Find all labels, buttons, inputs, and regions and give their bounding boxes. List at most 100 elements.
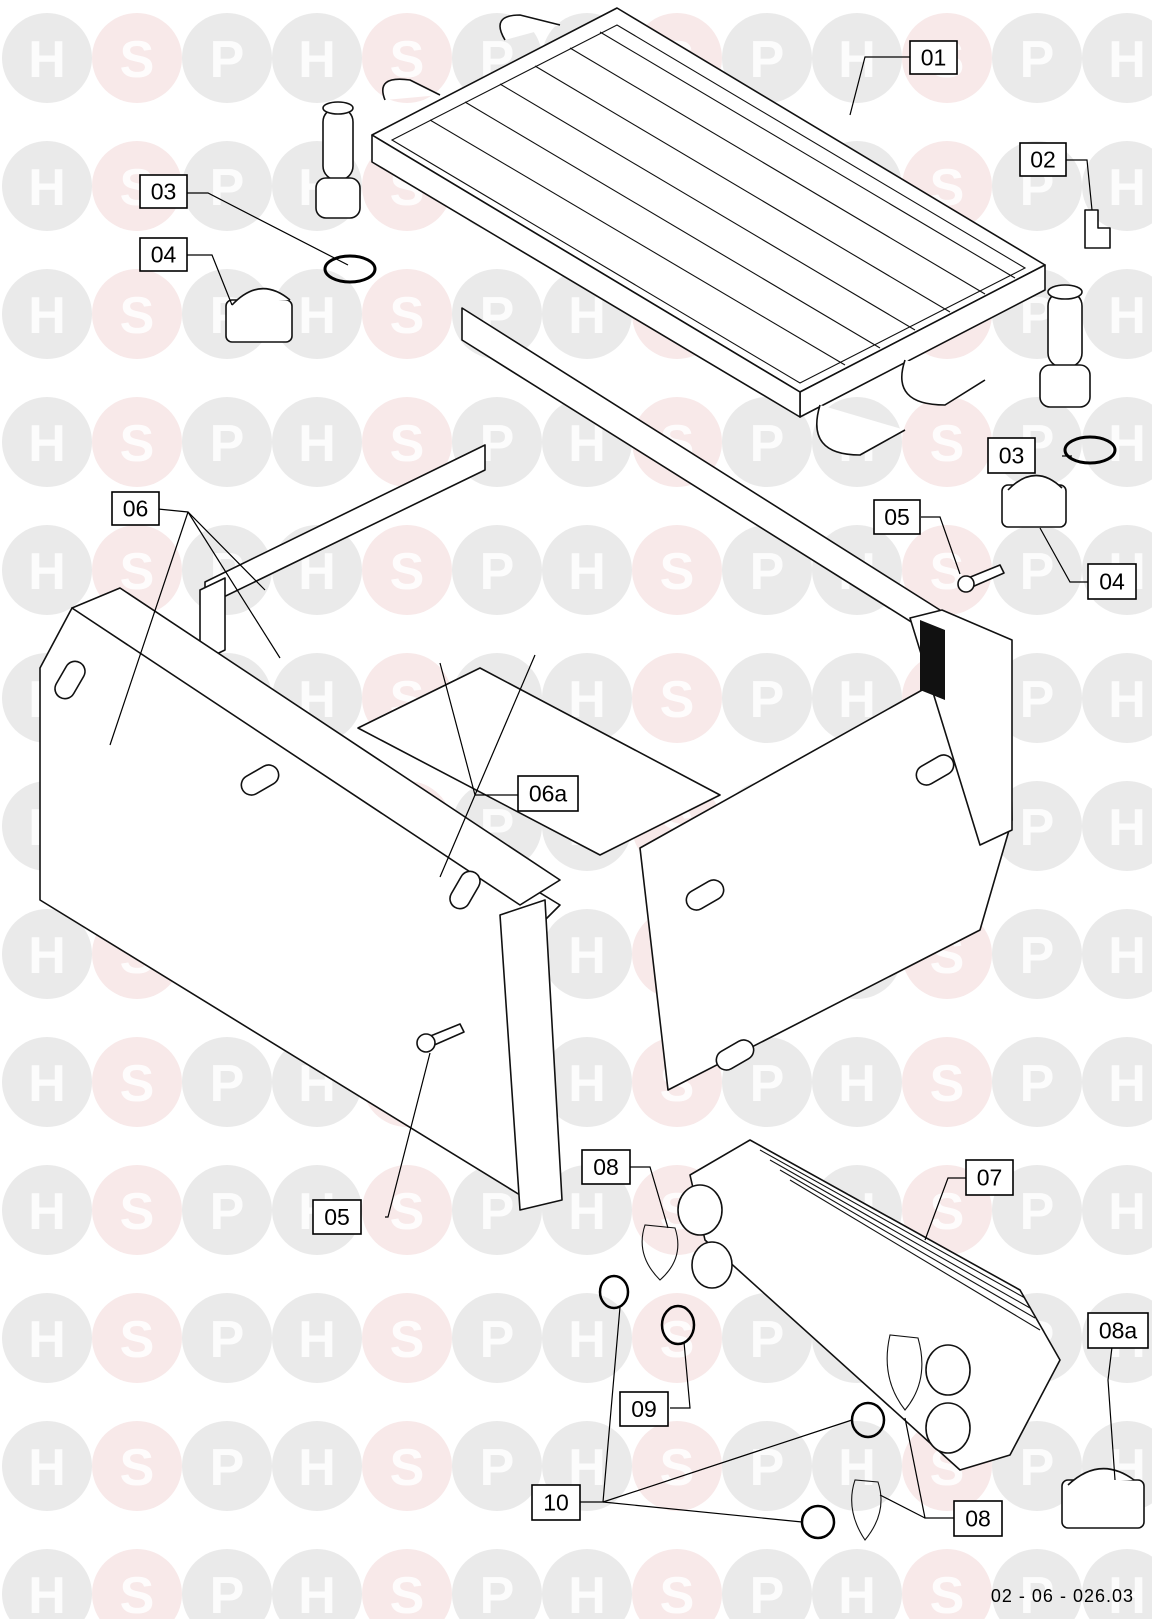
svg-text:H: H — [28, 1567, 66, 1619]
watermark-s: S — [902, 1037, 992, 1127]
watermark-h: H — [272, 397, 362, 487]
clip-04-right[interactable] — [1001, 474, 1067, 528]
svg-text:H: H — [568, 1311, 606, 1369]
svg-text:09: 09 — [631, 1396, 657, 1422]
watermark-s: S — [362, 1421, 452, 1511]
svg-text:P: P — [1020, 1183, 1055, 1241]
svg-text:P: P — [480, 1311, 515, 1369]
svg-text:S: S — [120, 415, 155, 473]
callout-04-right[interactable]: 04 — [1087, 563, 1137, 600]
svg-text:P: P — [1020, 1439, 1055, 1497]
svg-text:H: H — [1108, 671, 1146, 729]
watermark-s: S — [92, 13, 182, 103]
clip-08-top[interactable] — [641, 1224, 679, 1281]
o-ring-09[interactable] — [660, 1304, 696, 1346]
main-heat-exchanger[interactable] — [315, 7, 1091, 456]
callout-03-left[interactable]: 03 — [139, 174, 188, 209]
callout-08a[interactable]: 08a — [1087, 1312, 1149, 1349]
callout-01[interactable]: 01 — [909, 40, 958, 75]
svg-text:06: 06 — [123, 496, 149, 522]
watermark-p: P — [992, 653, 1082, 743]
watermark-h: H — [272, 1421, 362, 1511]
watermark-h: H — [2, 525, 92, 615]
svg-text:P: P — [210, 1567, 245, 1619]
callout-07[interactable]: 07 — [965, 1159, 1014, 1196]
callout-02[interactable]: 02 — [1019, 142, 1067, 177]
svg-text:P: P — [750, 1311, 785, 1369]
watermark-s: S — [362, 397, 452, 487]
screw-05-right-head — [957, 575, 975, 593]
o-ring-10-c[interactable] — [800, 1504, 836, 1540]
callout-05-right[interactable]: 05 — [873, 499, 921, 535]
svg-text:H: H — [838, 1439, 876, 1497]
watermark-h: H — [1082, 781, 1152, 871]
svg-text:H: H — [838, 31, 876, 89]
drawing-reference: 02 - 06 - 026.03 — [990, 1586, 1134, 1606]
watermark-h: H — [1082, 141, 1152, 231]
svg-text:H: H — [1108, 1055, 1146, 1113]
watermark-p: P — [182, 1037, 272, 1127]
watermark-p: P — [452, 525, 542, 615]
watermark-p: P — [182, 1421, 272, 1511]
svg-text:H: H — [568, 543, 606, 601]
svg-text:H: H — [298, 415, 336, 473]
watermark-s: S — [362, 1549, 452, 1624]
leader-lines — [109, 56, 1116, 1523]
watermark-h: H — [1082, 269, 1152, 359]
watermark-h: H — [1082, 13, 1152, 103]
callout-09[interactable]: 09 — [619, 1391, 669, 1427]
watermark-p: P — [452, 1293, 542, 1383]
svg-text:P: P — [750, 1439, 785, 1497]
svg-text:H: H — [28, 1055, 66, 1113]
clip-08a[interactable] — [1061, 1467, 1145, 1529]
pressure-sensor-02[interactable] — [1084, 209, 1111, 249]
watermark-p: P — [182, 1165, 272, 1255]
plate-heat-exchanger[interactable] — [677, 1139, 1061, 1471]
screw-05-left-head — [416, 1033, 436, 1053]
o-ring-10-a[interactable] — [598, 1274, 630, 1310]
callout-06a[interactable]: 06a — [517, 775, 579, 812]
clip-08-lower-a[interactable] — [886, 1334, 923, 1411]
svg-text:P: P — [210, 1311, 245, 1369]
svg-text:08: 08 — [965, 1506, 991, 1532]
svg-text:S: S — [120, 287, 155, 345]
svg-text:S: S — [120, 1183, 155, 1241]
clip-04-left[interactable] — [225, 287, 293, 343]
watermark-s: S — [902, 397, 992, 487]
svg-text:H: H — [28, 1439, 66, 1497]
svg-text:H: H — [1108, 287, 1146, 345]
callout-08-top[interactable]: 08 — [581, 1149, 631, 1185]
svg-text:02: 02 — [1030, 147, 1056, 173]
callout-06[interactable]: 06 — [111, 491, 160, 526]
svg-text:S: S — [390, 1439, 425, 1497]
svg-text:P: P — [1020, 1055, 1055, 1113]
watermark-s: S — [362, 525, 452, 615]
svg-text:05: 05 — [884, 504, 910, 530]
svg-text:P: P — [1020, 31, 1055, 89]
svg-text:P: P — [750, 543, 785, 601]
clip-08-lower-b[interactable] — [851, 1479, 882, 1541]
svg-text:H: H — [1108, 159, 1146, 217]
callout-08-bottom[interactable]: 08 — [953, 1500, 1003, 1537]
watermark-h: H — [542, 1165, 632, 1255]
svg-text:H: H — [1108, 31, 1146, 89]
combustion-chamber[interactable] — [39, 307, 1013, 1211]
callout-05-left[interactable]: 05 — [312, 1199, 362, 1235]
svg-text:S: S — [660, 671, 695, 729]
watermark-h: H — [2, 1037, 92, 1127]
watermark-h: H — [542, 525, 632, 615]
svg-text:P: P — [750, 1055, 785, 1113]
svg-text:S: S — [390, 1311, 425, 1369]
svg-text:03: 03 — [999, 443, 1025, 469]
callout-03-right[interactable]: 03 — [987, 437, 1036, 474]
o-ring-03-right[interactable] — [1063, 435, 1117, 465]
watermark-h: H — [542, 1549, 632, 1624]
callout-10[interactable]: 10 — [531, 1484, 581, 1521]
watermark-s: S — [362, 1165, 452, 1255]
svg-text:H: H — [28, 31, 66, 89]
callout-04-left[interactable]: 04 — [139, 237, 188, 272]
svg-text:S: S — [390, 543, 425, 601]
svg-text:P: P — [480, 1183, 515, 1241]
o-ring-03-left[interactable] — [323, 254, 377, 284]
